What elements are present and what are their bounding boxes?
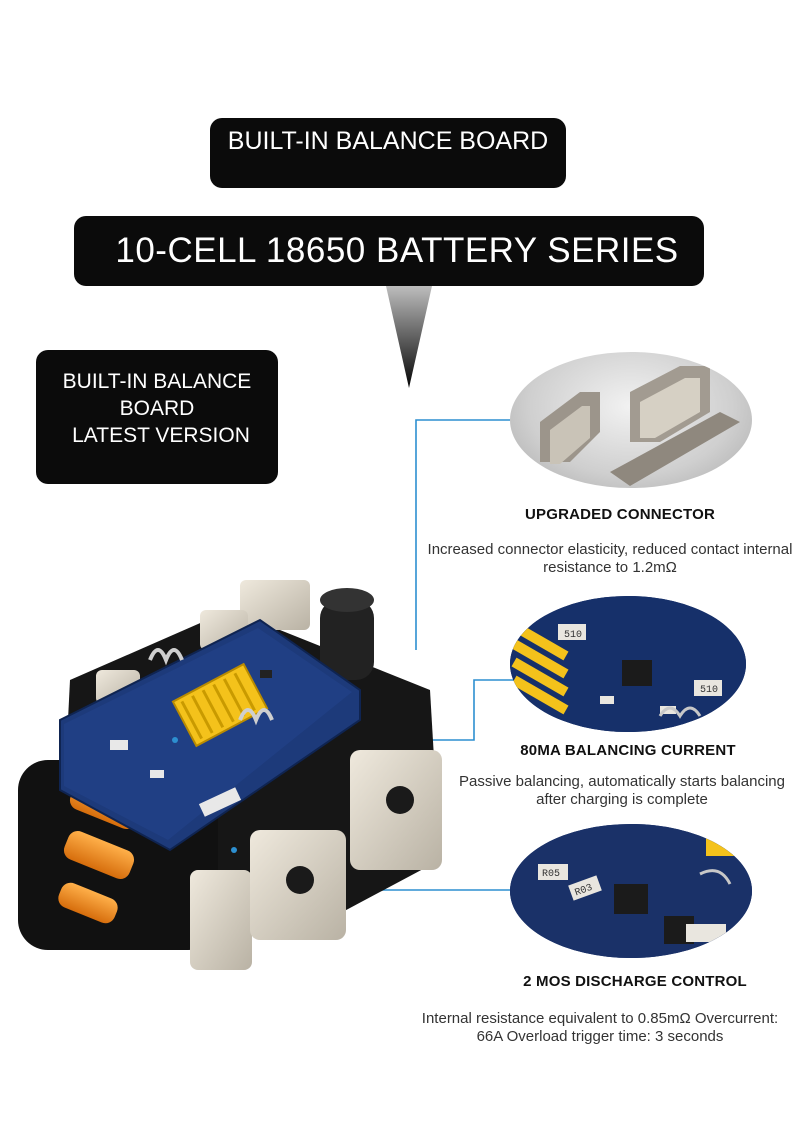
- side-badge-line3: LATEST VERSION: [72, 424, 250, 447]
- balancing-board-closeup-image: 510 510: [510, 596, 746, 732]
- resistor-label-1: 510: [564, 630, 582, 641]
- battery-pack-image: [18, 580, 442, 970]
- side-badge: BUILT-IN BALANCE BOARD LATEST VERSION: [36, 350, 278, 484]
- page-title: 10-CELL 18650 BATTERY SERIES: [74, 216, 704, 286]
- feature-title-balancing: 80MA BALANCING CURRENT: [520, 742, 736, 759]
- side-badge-line2: BOARD: [119, 397, 195, 420]
- resistor-label-3: R05: [542, 869, 560, 880]
- pointer-arrow-icon: [386, 286, 432, 388]
- top-badge: BUILT-IN BALANCE BOARD: [210, 118, 566, 188]
- feature-desc-connector: Increased connector elasticity, reduced …: [427, 541, 793, 576]
- mos-closeup-image: R05 R03: [510, 824, 752, 958]
- feature-desc-balancing: Passive balancing, automatically starts …: [458, 773, 785, 808]
- resistor-label-2: 510: [700, 685, 718, 696]
- feature-desc-mos: Internal resistance equivalent to 0.85mΩ…: [421, 1010, 779, 1045]
- feature-title-mos: 2 MOS DISCHARGE CONTROL: [523, 973, 747, 990]
- top-badge-text: BUILT-IN BALANCE BOARD: [227, 127, 549, 155]
- feature-title-connector: UPGRADED CONNECTOR: [524, 506, 715, 523]
- page-title-text: 10-CELL 18650 BATTERY SERIES: [115, 231, 679, 270]
- side-badge-line1: BUILT-IN BALANCE: [62, 370, 252, 393]
- connector-closeup-image: [510, 352, 752, 488]
